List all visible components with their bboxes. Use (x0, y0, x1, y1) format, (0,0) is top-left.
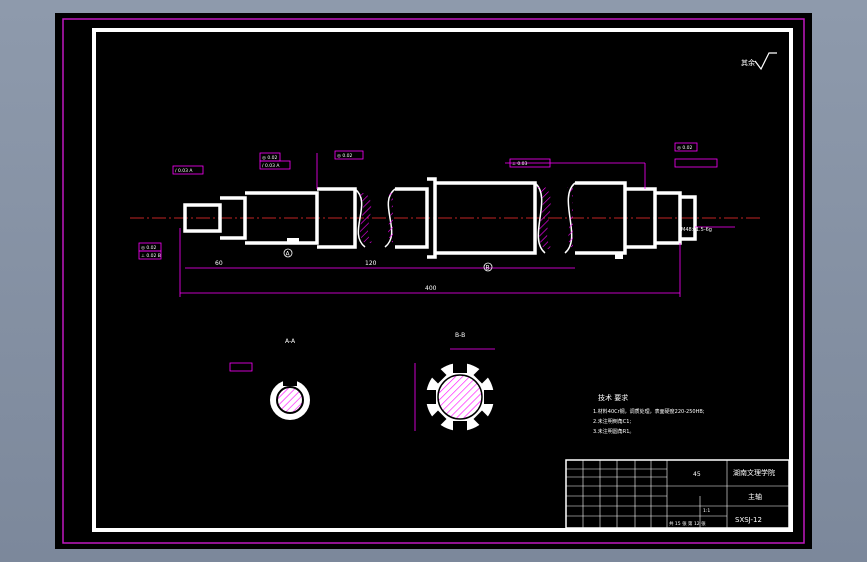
section-a-a: A-A (229, 338, 310, 420)
tol-frame-2: ◎ 0.02 (141, 245, 157, 251)
thread-note: M48×1.5-6g (681, 227, 712, 233)
surface-mark-label: 其余 (741, 58, 755, 67)
break-hatching (357, 187, 573, 249)
section-a-keyway (283, 377, 297, 386)
dim-segment-a: 60 (215, 260, 223, 267)
shaft-body (183, 177, 697, 259)
title-school: 湖南文理学院 (733, 468, 775, 477)
tolerance-frames (138, 142, 718, 260)
inner-frame (92, 28, 793, 532)
section-a-tol-frame (229, 362, 253, 372)
tol-frame-7: ⊥ 0.03 (512, 161, 528, 167)
datum-b-label: B (486, 265, 490, 272)
tech-req-item-2: 2.未注明倒角C1; (593, 418, 631, 425)
tol-frame-6: ◎ 0.02 (337, 153, 353, 159)
title-drawing-no: SXSJ-12 (735, 516, 762, 524)
tech-req-item-3: 3.未注明圆角R1。 (593, 428, 634, 435)
dim-total-length: 400 (425, 285, 437, 292)
title-sheets: 共 15 张 第 12 张 (669, 520, 706, 527)
tol-frame-4: ◎ 0.02 (262, 155, 278, 161)
tol-frame-1: / 0.03 A (175, 168, 193, 174)
section-b-b: B-B (414, 332, 496, 433)
tech-req-item-1: 1.材料40Cr钢，调质处理，表面硬度220-250HB; (593, 408, 705, 415)
section-a-inner (276, 386, 304, 414)
outer-border (62, 18, 805, 544)
drawing-sheet: 其余 (55, 13, 812, 549)
tol-frame-5: / 0.03 A (262, 163, 280, 169)
surface-roughness-mark: 其余 (741, 52, 777, 71)
technical-requirements: 技术 要求 1.材料40Cr钢，调质处理，表面硬度220-250HB; 2.未注… (593, 393, 705, 435)
dim-segment-b: 120 (365, 260, 377, 267)
spline-core (437, 374, 483, 420)
section-a-label: A-A (285, 338, 296, 345)
title-block: 45 湖南文理学院 主轴 SXSJ-12 1:1 共 15 张 第 12 张 (565, 459, 790, 529)
datum-markers: A B (283, 248, 493, 272)
shaft-end-left (183, 203, 222, 233)
section-b-label: B-B (455, 332, 465, 339)
title-scale: 1:1 (703, 508, 710, 514)
tech-req-title: 技术 要求 (598, 393, 628, 402)
title-material: 45 (693, 471, 701, 478)
datum-a-label: A (286, 251, 291, 258)
tol-frame-8: ◎ 0.02 (677, 145, 693, 151)
title-part-name: 主轴 (748, 492, 762, 501)
tol-frame-3: ⊥ 0.02 B (141, 253, 161, 259)
dimension-lines (179, 153, 681, 297)
shaft-drawing: 其余 (62, 18, 805, 544)
roughness-symbol-icon (754, 52, 777, 71)
